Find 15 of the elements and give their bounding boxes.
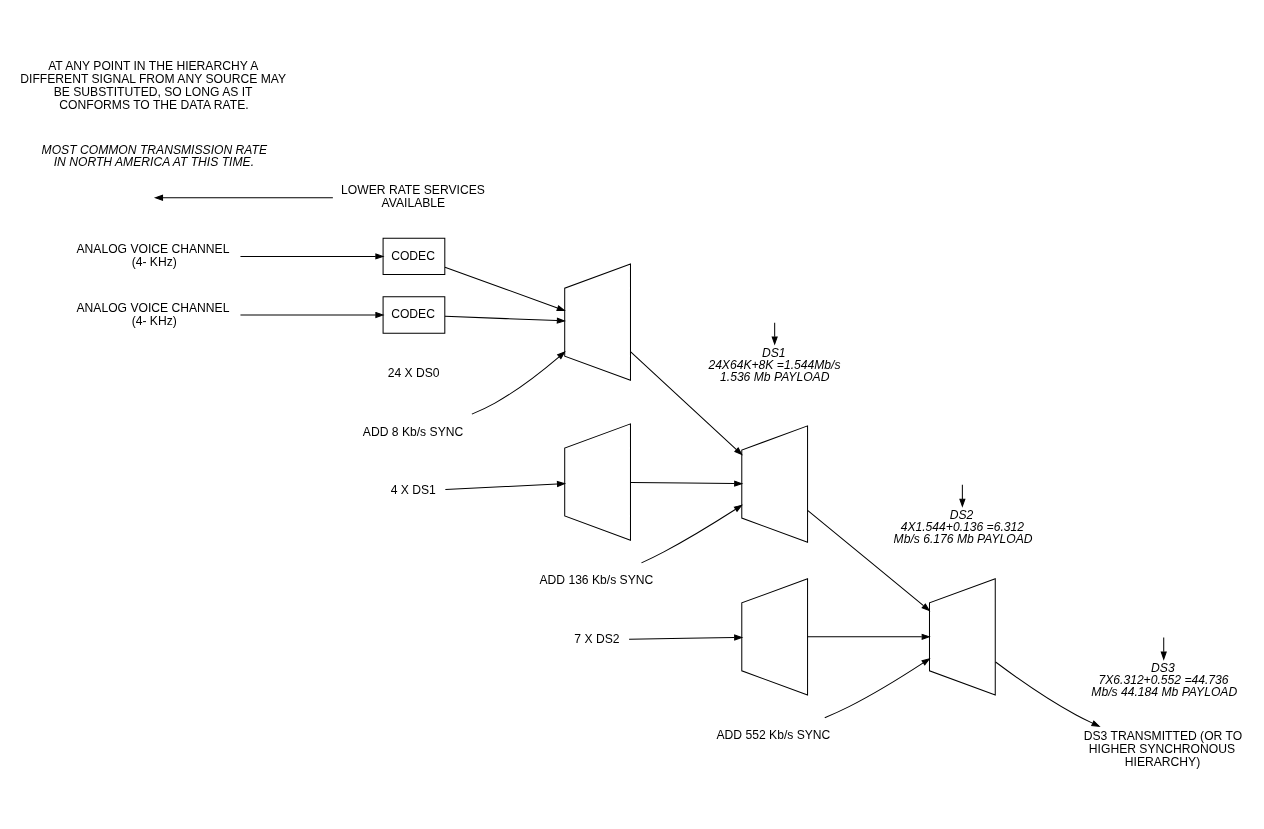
node-text: ANALOG VOICE CHANNEL (4- KHz): [76, 241, 230, 269]
node-text: 4 X DS1: [390, 482, 436, 497]
node-text: ADD 552 Kb/s SYNC: [716, 727, 831, 742]
node-label: 24 X DS0: [387, 365, 440, 380]
node-text: ADD 8 Kb/s SYNC: [362, 424, 464, 439]
node-text: DS2 4X1.544+0.136 =6.312 Mb/s 6.176 Mb PAYLOAD: [893, 507, 1033, 546]
node-text: ANALOG VOICE CHANNEL (4- KHz): [76, 300, 230, 328]
node-text: DS3 7X6.312+0.552 =44.736 Mb/s 44.184 Mb PAYLOAD: [1091, 660, 1238, 699]
label: AT ANY POINT IN THE HIERARCHY A DIFFERENT SIGNAL FROM ANY SOURCE MAY BE SUBSTITUTED, SO LONG AS IT CONFORMS TO THE DATA RATE.: [20, 58, 287, 112]
node-text: 7 X DS2: [574, 631, 620, 646]
node-text: LOWER RATE SERVICES AVAILABLE: [341, 182, 485, 210]
node-text: DS1 24X64K+8K =1.544Mb/s 1.536 Mb PAYLOAD: [708, 345, 841, 384]
label: MOST COMMON TRANSMISSION RATE IN NORTH AMERICA AT THIS TIME.: [41, 142, 268, 169]
node-text: ADD 136 Kb/s SYNC: [539, 572, 654, 587]
node-text: DS3 TRANSMITTED (OR TO HIGHER SYNCHRONOUS HIERARCHY): [1083, 728, 1243, 769]
